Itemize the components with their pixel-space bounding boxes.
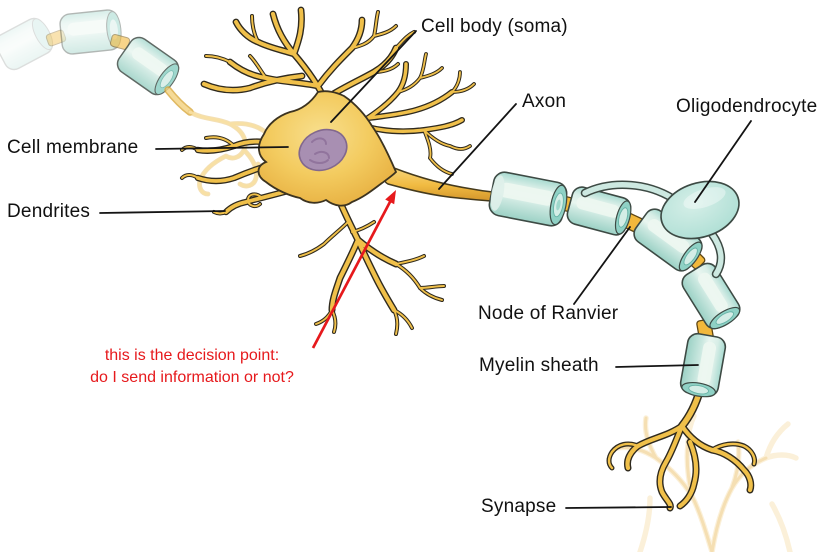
oligodendrocyte	[580, 180, 740, 279]
pointer-lines	[99, 30, 752, 509]
myelin-segment	[566, 186, 632, 236]
cell-body-label: Cell body (soma)	[421, 16, 568, 37]
myelin-segment	[633, 208, 703, 272]
axon-pointer-line	[438, 103, 517, 190]
cell-membrane-label: Cell membrane	[7, 137, 139, 158]
oligodendrocyte-label: Oligodendrocyte	[676, 96, 818, 117]
synapse-label: Synapse	[481, 496, 557, 517]
incoming-axon	[0, 9, 194, 116]
myelin-sheath-label: Myelin sheath	[479, 355, 599, 376]
myelin-segment	[681, 262, 741, 330]
dendrites-label: Dendrites	[7, 201, 91, 222]
faded-dendrites	[615, 413, 799, 552]
decision-annotation-line1: this is the decision point:	[104, 347, 280, 364]
nucleus-texture	[309, 137, 330, 164]
node-of-ranvier-label: Node of Ranvier	[478, 303, 619, 324]
axon-label: Axon	[522, 91, 567, 112]
myelin-sheath-segments	[488, 171, 741, 398]
cell-membrane-pointer-line	[155, 146, 289, 150]
axon-terminals	[606, 385, 757, 512]
cell-body-pointer-line	[330, 30, 417, 123]
dendrites	[181, 8, 475, 335]
dendrites-pointer-line	[99, 210, 226, 214]
oligodendrocyte-pointer-line	[694, 120, 752, 203]
decision-annotation-line2: do I send information or not?	[90, 369, 294, 386]
synapse-pointer-line	[565, 506, 672, 509]
myelin-segment	[679, 332, 727, 398]
node-of-ranvier-pointer-line	[573, 226, 631, 305]
decision-annotation: this is the decision point: do I send in…	[54, 345, 330, 389]
myelin-sheath-pointer-line	[615, 364, 699, 368]
decision-arrow	[311, 190, 396, 349]
myelin-segment	[488, 171, 568, 227]
